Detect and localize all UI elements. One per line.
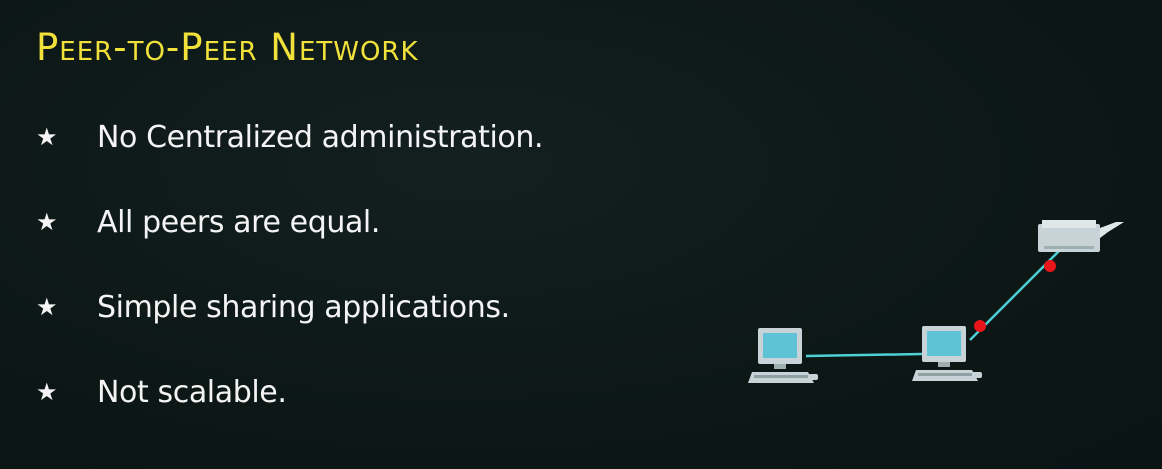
star-icon: ★ <box>36 378 58 406</box>
bullet-text: All peers are equal. <box>97 204 381 240</box>
pc-icon[interactable] <box>912 326 982 381</box>
bullet-text: Not scalable. <box>97 374 287 410</box>
network-diagram <box>748 220 1124 383</box>
link-pc1-pc2 <box>805 352 923 358</box>
printer-icon[interactable] <box>1038 220 1124 252</box>
slide-title: Peer-to-Peer Network <box>36 26 419 69</box>
star-icon: ★ <box>36 293 58 321</box>
bullet-item: ★ No Centralized administration. <box>36 112 544 162</box>
pc-icon[interactable] <box>748 328 818 383</box>
bullet-item: ★ Simple sharing applications. <box>36 282 543 332</box>
bullet-list: ★ No Centralized administration. ★ All p… <box>36 112 544 452</box>
bullet-item: ★ Not scalable. <box>36 367 543 417</box>
bullet-item: ★ All peers are equal. <box>36 197 543 247</box>
link-status-dot <box>974 320 986 332</box>
star-icon: ★ <box>36 123 58 151</box>
link-status-dot <box>1044 260 1056 272</box>
bullet-text: No Centralized administration. <box>97 119 544 155</box>
star-icon: ★ <box>36 208 58 236</box>
bullet-text: Simple sharing applications. <box>97 289 510 325</box>
